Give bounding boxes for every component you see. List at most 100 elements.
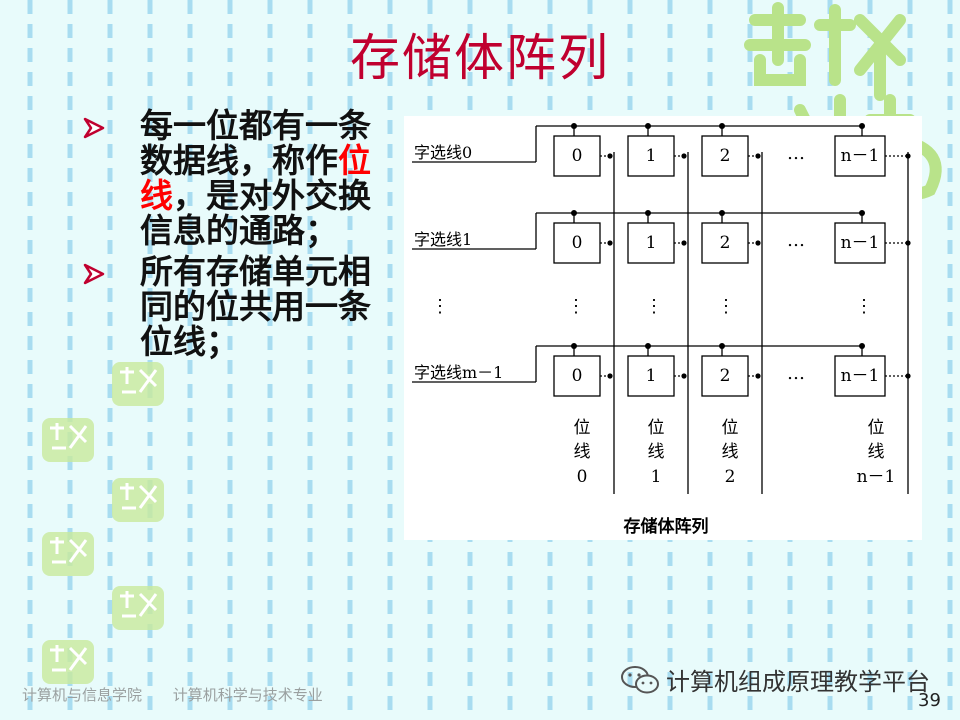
major-name: 计算机科学与技术专业 [172,686,323,704]
memory-cell [553,355,601,397]
junction-dot [719,210,725,216]
junction-dot [755,373,761,379]
junction-dot [859,343,865,349]
bit-line-index: 0 [577,467,588,487]
junction-dot [859,123,865,129]
bit-line-label: 线 [722,442,739,462]
watermark-stroke [120,591,158,618]
memory-cell-label: 1 [646,366,657,386]
horizontal-ellipsis: … [787,363,805,384]
bit-line-index: n－1 [857,467,896,487]
watermark-stroke [50,537,88,564]
junction-dot [607,240,613,246]
junction-dot [859,210,865,216]
junction-dot [681,240,687,246]
bullet-text: 每一位都有一条数据线，称作位线，是对外交换信息的通路； [140,108,372,248]
memory-cell [834,355,886,397]
word-line-label: 字选线m－1 [414,363,503,382]
wechat-icon [621,665,659,693]
junction-dot [681,373,687,379]
memory-cell-label: n－1 [841,233,880,253]
wechat-name: 计算机组成原理教学平台 [666,668,930,696]
memory-cell [627,135,675,177]
junction-dot [681,153,687,159]
memory-cell-label: 1 [646,233,657,253]
memory-cell [701,355,749,397]
watermark-block [42,532,94,576]
memory-cell-label: 1 [646,146,657,166]
bit-line-index: 2 [725,467,736,487]
watermark-logo-icon [42,640,94,684]
bit-line-label: 位 [648,418,665,438]
watermark-logos-small [42,362,164,684]
memory-cell-label: 0 [572,366,583,386]
word-line-label: 字选线0 [414,143,472,162]
diagram-caption: 存储体阵列 [624,516,709,537]
wechat-account: 计算机组成原理教学平台 [620,662,930,697]
bit-line-label: 线 [868,442,885,462]
junction-dot [755,240,761,246]
junction-dot [571,343,577,349]
page-number: 39 [918,690,941,711]
vertical-ellipsis: ⋮ [567,296,585,317]
bullet-text-part: 每一位都有一条数据线，称作 [140,106,371,180]
junction-dot [645,123,651,129]
junction-dot [571,123,577,129]
bullet-item: 每一位都有一条数据线，称作位线，是对外交换信息的通路； [82,108,382,248]
bit-line-label: 位 [868,418,885,438]
bit-line-label: 线 [574,442,591,462]
junction-dot [607,373,613,379]
watermark-logo-icon [42,418,94,462]
watermark-logo-icon [112,478,164,522]
bit-line-label: 线 [648,442,665,462]
junction-dot [719,123,725,129]
watermark-block [42,640,94,684]
memory-cell [834,135,886,177]
memory-cell-label: 0 [572,233,583,253]
school-name: 计算机与信息学院 [22,686,143,704]
watermark-stroke [50,423,88,450]
horizontal-ellipsis: … [787,230,805,251]
bullet-text: 所有存储单元相同的位共用一条位线； [140,252,371,361]
memory-cell-label: 2 [720,233,731,253]
memory-cell-label: 2 [720,146,731,166]
bit-line-label: 位 [722,418,739,438]
bullet-text-part: ，是对外交换信息的通路； [140,176,371,250]
bullet-list: 每一位都有一条数据线，称作位线，是对外交换信息的通路； 所有存储单元相同的位共用… [82,108,382,365]
memory-cell-label: n－1 [841,366,880,386]
memory-cell [553,135,601,177]
bit-line-label: 位 [574,418,591,438]
junction-dot [755,153,761,159]
memory-cell [627,355,675,397]
arrow-bullet-icon [83,263,105,285]
horizontal-ellipsis: … [787,143,805,164]
junction-dot [645,210,651,216]
watermark-block [112,362,164,406]
slide-title: 存储体阵列 [350,29,610,87]
junction-dot [571,210,577,216]
memory-cell [701,135,749,177]
junction-dot [607,153,613,159]
arrow-bullet-icon [83,117,105,139]
bit-line-index: 1 [651,467,662,487]
watermark-block [112,478,164,522]
watermark-block [42,418,94,462]
watermark-logo-icon [112,362,164,406]
vertical-ellipsis: ⋮ [717,296,735,317]
watermark-block [112,586,164,630]
footer-text: 计算机与信息学院 计算机科学与技术专业 [22,684,349,705]
memory-cell-label: n－1 [841,146,880,166]
watermark-stroke [120,483,158,510]
watermark-logo-icon [42,532,94,576]
junction-dot [645,343,651,349]
word-line-label: 字选线1 [414,230,472,249]
memory-cell-label: 2 [720,366,731,386]
watermark-stroke [120,367,158,394]
memory-cell-label: 0 [572,146,583,166]
watermark-stroke [50,645,88,672]
bullet-highlight: 位线 [140,141,371,215]
vertical-ellipsis: ⋮ [855,296,873,317]
watermark-logo-icon [112,586,164,630]
